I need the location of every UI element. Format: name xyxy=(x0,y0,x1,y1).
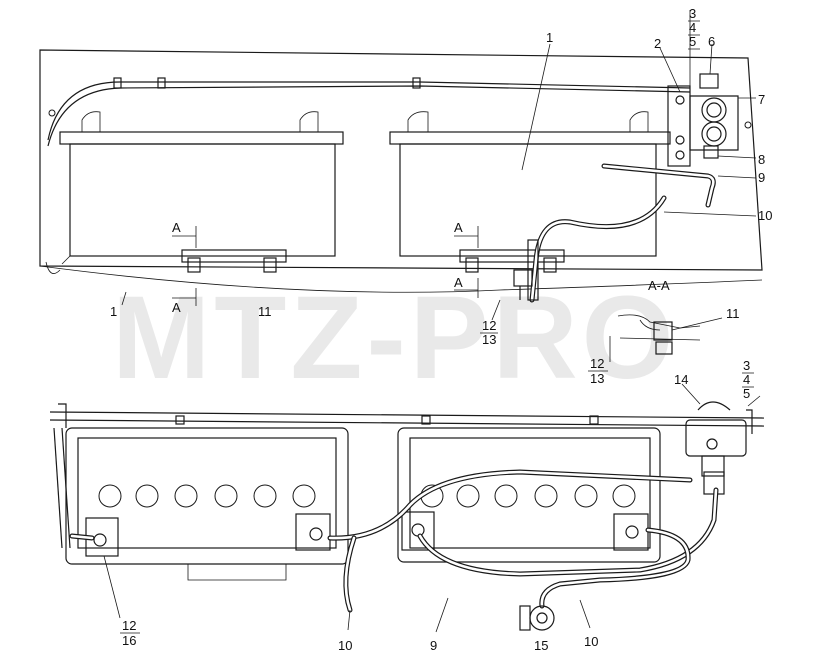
mass-switch-plan xyxy=(685,401,747,495)
label-10-bottom-right: 10 xyxy=(584,634,598,649)
label-13-aa: 13 xyxy=(590,371,604,386)
section-a-2: A xyxy=(172,300,181,315)
battery-left-top xyxy=(59,111,344,265)
section-a-1: A xyxy=(172,220,181,235)
label-11: 11 xyxy=(258,304,272,319)
label-4-bot: 4 xyxy=(743,372,750,387)
callout-labels: 1 1 2 3 4 5 6 7 8 9 10 A A A A 11 12 13 … xyxy=(110,6,772,653)
label-8: 8 xyxy=(758,152,765,167)
label-3-bot: 3 xyxy=(743,358,750,373)
terminal-15 xyxy=(519,605,555,631)
label-12-top: 12 xyxy=(482,318,496,333)
watermark: MTZ-PRO xyxy=(112,272,677,404)
label-16-bot: 16 xyxy=(122,633,136,648)
label-6: 6 xyxy=(708,34,715,49)
section-a-3: A xyxy=(454,220,463,235)
label-3-top: 3 xyxy=(689,6,696,21)
battery-left-plan xyxy=(65,427,349,581)
section-a-a xyxy=(609,314,723,362)
label-12-bot: 12 xyxy=(122,618,136,633)
label-1-top: 1 xyxy=(546,30,553,45)
label-11-aa: 11 xyxy=(726,306,740,321)
label-5-top: 5 xyxy=(689,34,696,49)
label-1-left: 1 xyxy=(110,304,117,319)
label-9-top: 9 xyxy=(758,170,765,185)
bottom-view xyxy=(49,383,765,633)
label-5-bot: 5 xyxy=(743,386,750,401)
battery-right-plan xyxy=(397,427,661,563)
label-2: 2 xyxy=(654,36,661,51)
label-15: 15 xyxy=(534,638,548,653)
label-13-top: 13 xyxy=(482,332,496,347)
label-10-bottom-left: 10 xyxy=(338,638,352,653)
label-7: 7 xyxy=(758,92,765,107)
mass-switch-top xyxy=(667,73,739,167)
label-12-aa: 12 xyxy=(590,356,604,371)
label-4-top: 4 xyxy=(689,20,696,35)
top-view xyxy=(39,10,763,321)
section-a-a-title: A-A xyxy=(648,278,670,293)
section-a-4: A xyxy=(454,275,463,290)
label-10-top: 10 xyxy=(758,208,772,223)
label-14: 14 xyxy=(674,372,688,387)
label-9-bottom: 9 xyxy=(430,638,437,653)
